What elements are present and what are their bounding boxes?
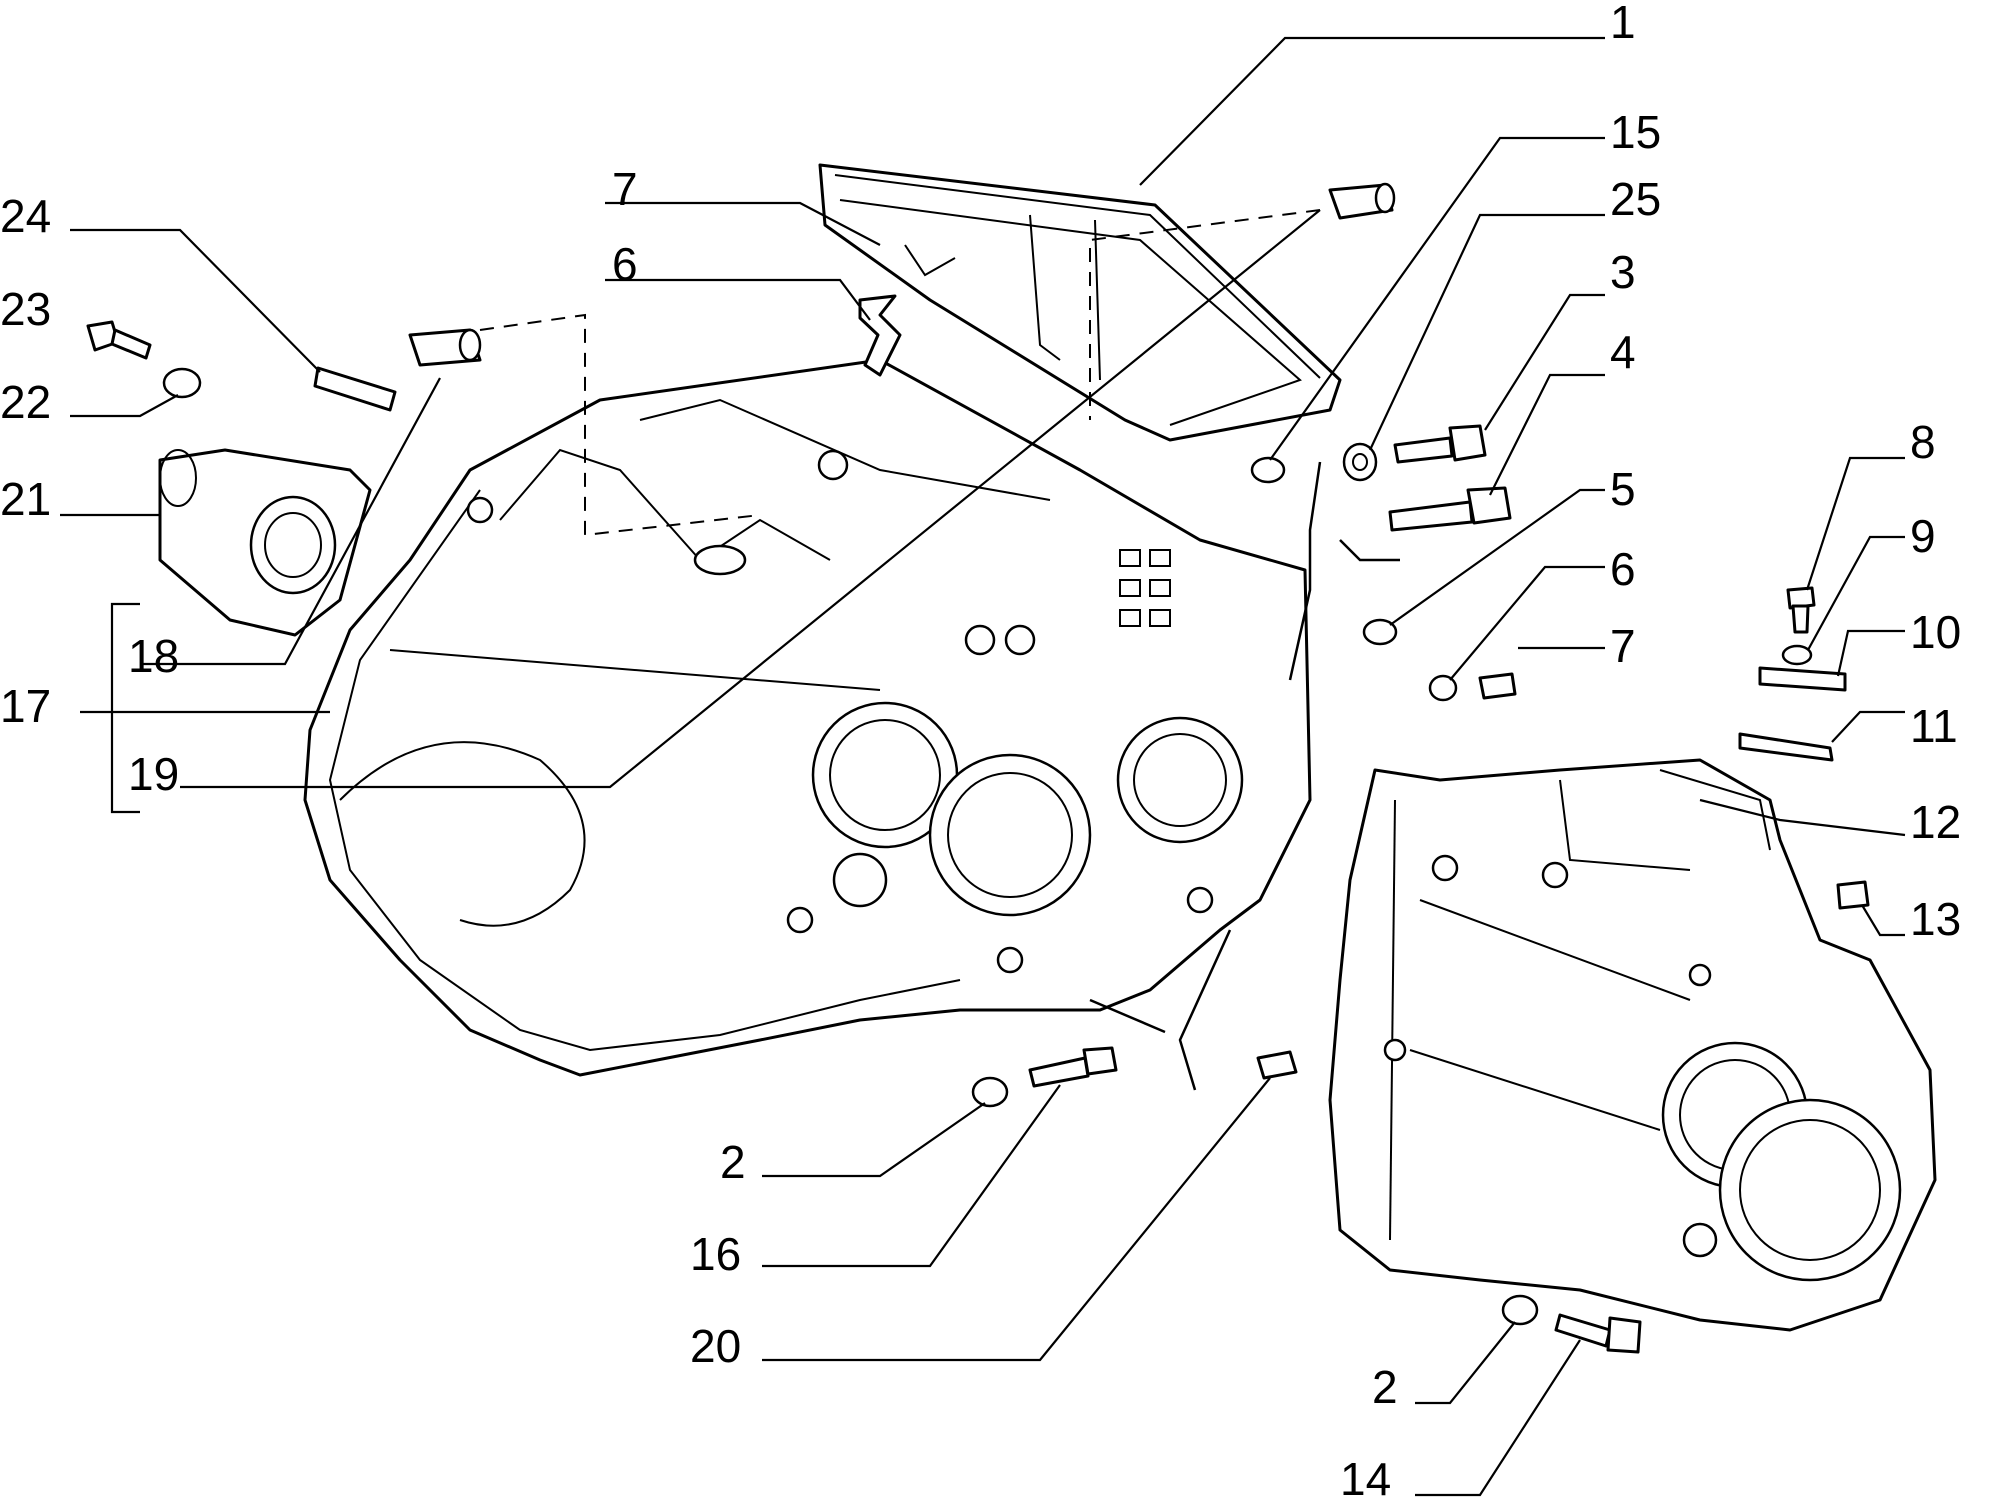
callout-20: 20	[690, 1320, 741, 1372]
callout-22: 22	[0, 376, 51, 428]
callout-6: 6	[1610, 543, 1636, 595]
callout-10: 10	[1910, 606, 1961, 658]
callout-19: 19	[128, 748, 179, 800]
callout-13: 13	[1910, 893, 1961, 945]
callout-9: 9	[1910, 510, 1936, 562]
callout-2-left: 2	[720, 1136, 746, 1188]
callout-4: 4	[1610, 326, 1636, 378]
callout-15: 15	[1610, 106, 1661, 158]
leader-lines	[60, 36, 1906, 1497]
callout-11: 11	[1910, 700, 1958, 752]
callout-3: 3	[1610, 246, 1636, 298]
top-cover	[818, 163, 1342, 452]
callout-1: 1	[1610, 0, 1636, 48]
callout-8: 8	[1910, 416, 1936, 468]
callout-14: 14	[1340, 1453, 1391, 1498]
callout-6-left: 6	[612, 238, 638, 290]
callout-12: 12	[1910, 796, 1961, 848]
callout-17: 17	[0, 680, 51, 732]
callout-21: 21	[0, 473, 51, 525]
callout-2-right: 2	[1372, 1361, 1398, 1413]
callout-18: 18	[128, 630, 179, 682]
callout-7: 7	[1610, 620, 1636, 672]
callout-23: 23	[0, 283, 51, 335]
callout-25: 25	[1610, 173, 1661, 225]
callout-7-left: 7	[612, 163, 638, 215]
small-parts	[86, 182, 1870, 1354]
rear-housing	[1328, 758, 1937, 1332]
main-transmission-housing	[303, 358, 1312, 1077]
callout-24: 24	[0, 190, 51, 242]
assembly-guides	[479, 209, 1400, 1091]
callout-16: 16	[690, 1228, 741, 1280]
callout-5: 5	[1610, 463, 1636, 515]
